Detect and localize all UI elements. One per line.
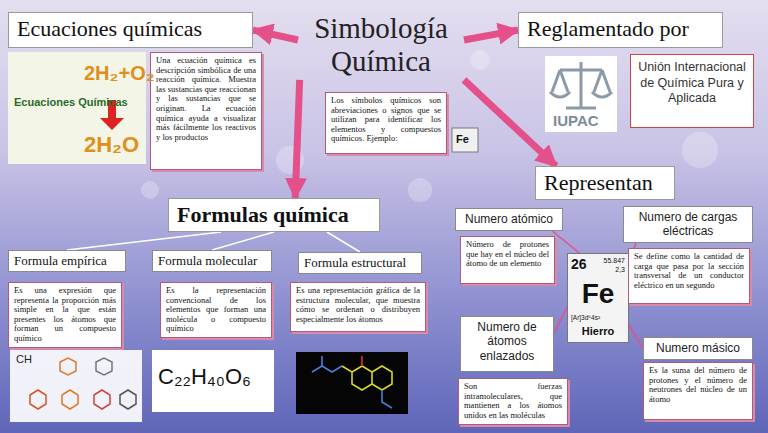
description-box: Es una representación gráfica de la estr…	[290, 282, 426, 332]
iupac-logo	[545, 56, 617, 132]
section-header: Formulas química	[168, 198, 380, 232]
node-text: 26	[571, 256, 587, 272]
node-text: Es la representación convencional de los…	[166, 286, 266, 334]
node-text: [Ar]3d⁶4s²	[571, 314, 600, 321]
node-text: Formula molecular	[158, 253, 266, 269]
node-text: Numero de átomos enlazados	[466, 320, 548, 363]
arrow-connector	[253, 30, 298, 40]
node-text: Es una expresión que representa la propo…	[14, 286, 116, 344]
molecular-image	[152, 350, 274, 412]
line-connector	[327, 232, 360, 252]
node-text: Formula estructural	[304, 255, 416, 271]
description-box: Se define como la cantidad de carga que …	[628, 248, 750, 304]
line-connector	[212, 232, 274, 250]
empirical-image	[10, 350, 142, 422]
formula-text: CH	[16, 353, 32, 365]
node-text: Numero de cargas eléctricas	[629, 210, 747, 239]
node-text: Se define como la cantidad de carga que …	[634, 252, 744, 290]
node-text: Hierro	[568, 325, 628, 337]
formula-text: C₂₂H₄₀O₆	[158, 364, 251, 390]
property-box: Numero de cargas eléctricas	[623, 206, 753, 243]
node-text: Unión Internacional de Química Pura y Ap…	[637, 60, 747, 107]
section-header: Representan	[535, 166, 675, 200]
node-text: Número de protones que hay en el núcleo …	[466, 240, 549, 269]
organization-box: Unión Internacional de Química Pura y Ap…	[630, 54, 754, 128]
node-text: Representan	[544, 170, 666, 196]
node-text: Ecuaciones químicas	[17, 16, 244, 42]
description-box: Es una expresión que representa la propo…	[8, 282, 122, 348]
description-box: Es la representación convencional de los…	[160, 282, 272, 338]
section-header: Ecuaciones químicas	[8, 12, 253, 48]
central-title: Simbología Química	[298, 12, 464, 82]
node-text: Una ecuación química es descripción simb…	[156, 56, 256, 142]
description-box: Una ecuación química es descripción simb…	[150, 52, 262, 170]
node-text: 2,3	[615, 266, 625, 273]
element-tile: 26 55.847 2,3Fe [Ar]3d⁶4s² Hierro	[567, 253, 629, 343]
subtopic-box: Formula empírica	[8, 250, 126, 272]
line-connector	[554, 307, 567, 333]
node-text: Los símbolos químicos son abreviaciones …	[331, 96, 441, 144]
structural-molecule	[312, 356, 392, 408]
arrow-connector	[295, 80, 299, 198]
node-text: Es una representación gráfica de la estr…	[296, 286, 420, 324]
node-text: Numero másico	[649, 341, 747, 355]
property-box: Numero másico	[643, 337, 753, 360]
arrow-connector	[464, 80, 556, 166]
logo-text: IUPAC	[553, 112, 599, 129]
section-header: Reglamentado por	[518, 12, 723, 48]
structural-image	[296, 352, 408, 414]
description-box: Los símbolos químicos son abreviaciones …	[325, 92, 447, 154]
line-connector	[552, 231, 579, 253]
node-text: Fe	[568, 278, 628, 310]
line-connector	[629, 325, 643, 349]
line-connector	[67, 232, 221, 250]
equation-text: 2H₂+O₂	[84, 62, 155, 85]
node-text: Formulas química	[177, 202, 371, 228]
node-text: Son fuerzas intramoleculares, que mantie…	[464, 382, 562, 420]
node-text: Es la suma del número de protones y el n…	[649, 366, 747, 404]
subtopic-box: Formula molecular	[152, 250, 272, 272]
node-text: Numero atómico	[461, 212, 557, 226]
description-box: Son fuerzas intramoleculares, que mantie…	[458, 378, 568, 425]
node-text: 55.847	[604, 257, 625, 264]
node-text: Formula empírica	[14, 253, 120, 269]
property-box: Numero de átomos enlazados	[460, 316, 554, 372]
image-caption: Ecuaciones Químicas	[14, 96, 128, 108]
node-text: Simbología Química	[298, 12, 464, 79]
arrow-connector	[464, 30, 518, 40]
equation-text: 2H₂O	[84, 132, 139, 158]
hexagon-sketches	[30, 358, 136, 409]
property-box: Numero atómico	[455, 208, 563, 231]
description-box: Número de protones que hay en el núcleo …	[460, 236, 555, 284]
description-box: Es la suma del número de protones y el n…	[643, 362, 753, 420]
example-tile	[452, 128, 478, 152]
element-symbol: Fe	[456, 133, 469, 145]
subtopic-box: Formula estructural	[298, 252, 422, 274]
node-text: Reglamentado por	[527, 16, 714, 42]
